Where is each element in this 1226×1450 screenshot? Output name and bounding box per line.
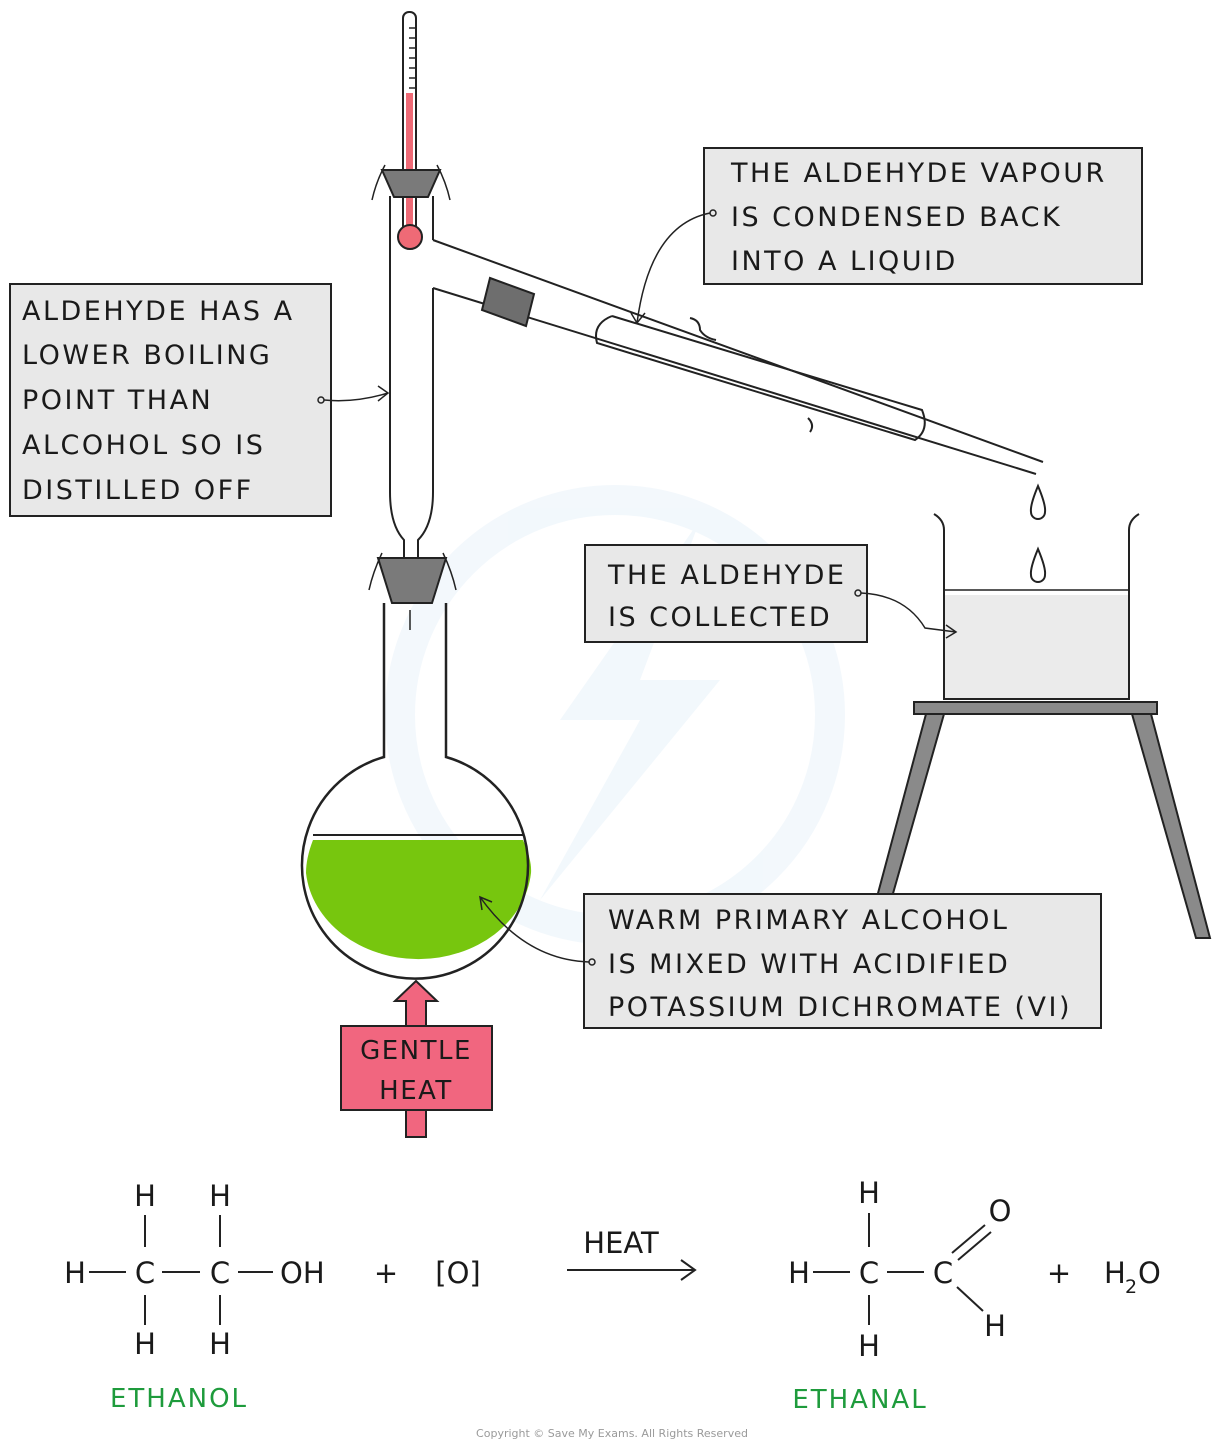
svg-text:C: C — [210, 1256, 230, 1290]
pointer-alcohol — [479, 895, 596, 966]
svg-text:OH: OH — [280, 1256, 325, 1290]
upper-stopper — [380, 169, 442, 198]
svg-text:IS COLLECTED: IS COLLECTED — [608, 602, 832, 633]
gentle-heat-arrow: GENTLE HEAT — [340, 979, 493, 1138]
lower-stopper — [376, 557, 448, 604]
label-vapour-condensed: THE ALDEHYDE VAPOUR IS CONDENSED BACK IN… — [703, 147, 1143, 285]
svg-text:IS MIXED WITH ACIDIFIED: IS MIXED WITH ACIDIFIED — [608, 949, 1010, 980]
thermometer — [397, 11, 423, 250]
svg-text:H: H — [64, 1256, 86, 1290]
reaction-arrow — [567, 1259, 697, 1281]
reaction-equation: H H H C C OH H H + [O] HEAT — [64, 1176, 1161, 1415]
svg-text:2: 2 — [1125, 1276, 1137, 1298]
svg-text:H: H — [858, 1176, 880, 1210]
svg-text:IS CONDENSED BACK: IS CONDENSED BACK — [731, 202, 1062, 233]
pointer-boiling — [317, 385, 390, 404]
ethanal-name: ETHANAL — [792, 1385, 927, 1415]
gentle-heat-line-1: GENTLE — [360, 1036, 472, 1066]
svg-text:C: C — [135, 1256, 155, 1290]
svg-text:O: O — [989, 1194, 1012, 1228]
svg-text:POTASSIUM DICHROMATE (VI): POTASSIUM DICHROMATE (VI) — [608, 992, 1072, 1023]
collection-beaker — [933, 513, 1140, 700]
svg-text:INTO A LIQUID: INTO A LIQUID — [731, 246, 958, 277]
condenser — [595, 315, 926, 442]
ethanal-structure: H H C C O H H — [788, 1176, 1011, 1363]
svg-text:H: H — [209, 1327, 231, 1361]
ethanol-name: ETHANOL — [110, 1384, 248, 1414]
svg-text:O: O — [1138, 1256, 1161, 1290]
svg-text:C: C — [859, 1256, 879, 1290]
arrow-label: HEAT — [583, 1226, 659, 1260]
svg-text:THE ALDEHYDE: THE ALDEHYDE — [607, 560, 846, 591]
oxidant: [O] — [435, 1256, 480, 1290]
svg-text:H: H — [134, 1179, 156, 1213]
round-bottom-flask — [300, 603, 532, 980]
svg-text:WARM PRIMARY ALCOHOL: WARM PRIMARY ALCOHOL — [608, 905, 1009, 936]
gentle-heat-line-2: HEAT — [379, 1076, 453, 1106]
svg-text:POINT THAN: POINT THAN — [22, 385, 213, 416]
svg-text:C: C — [933, 1256, 953, 1290]
plus-sign-2: + — [1047, 1256, 1071, 1290]
svg-text:H: H — [209, 1179, 231, 1213]
label-aldehyde-collected: THE ALDEHYDE IS COLLECTED — [584, 544, 868, 643]
svg-text:H: H — [984, 1309, 1006, 1343]
svg-text:THE ALDEHYDE VAPOUR: THE ALDEHYDE VAPOUR — [730, 158, 1107, 189]
water-formula: H 2 O — [1104, 1256, 1161, 1298]
svg-text:H: H — [134, 1327, 156, 1361]
condensed-droplets — [1029, 483, 1047, 583]
svg-text:H: H — [788, 1256, 810, 1290]
tripod-stand — [875, 701, 1212, 939]
condenser-connector — [480, 276, 536, 328]
still-head — [389, 196, 1044, 560]
copyright-notice: Copyright © Save My Exams. All Rights Re… — [476, 1427, 748, 1440]
ethanol-structure: H H H C C OH H H — [64, 1179, 325, 1361]
svg-text:ALCOHOL SO IS: ALCOHOL SO IS — [22, 430, 265, 461]
pointer-vapour — [630, 209, 717, 325]
svg-text:LOWER BOILING: LOWER BOILING — [22, 340, 272, 371]
svg-text:H: H — [1104, 1256, 1126, 1290]
svg-text:ALDEHYDE HAS A: ALDEHYDE HAS A — [22, 296, 295, 327]
label-aldehyde-boiling: ALDEHYDE HAS A LOWER BOILING POINT THAN … — [9, 283, 332, 517]
label-warm-alcohol: WARM PRIMARY ALCOHOL IS MIXED WITH ACIDI… — [583, 893, 1102, 1029]
svg-text:H: H — [858, 1329, 880, 1363]
plus-sign-1: + — [374, 1256, 398, 1290]
pointer-collected — [854, 589, 958, 639]
svg-text:DISTILLED OFF: DISTILLED OFF — [22, 475, 254, 506]
